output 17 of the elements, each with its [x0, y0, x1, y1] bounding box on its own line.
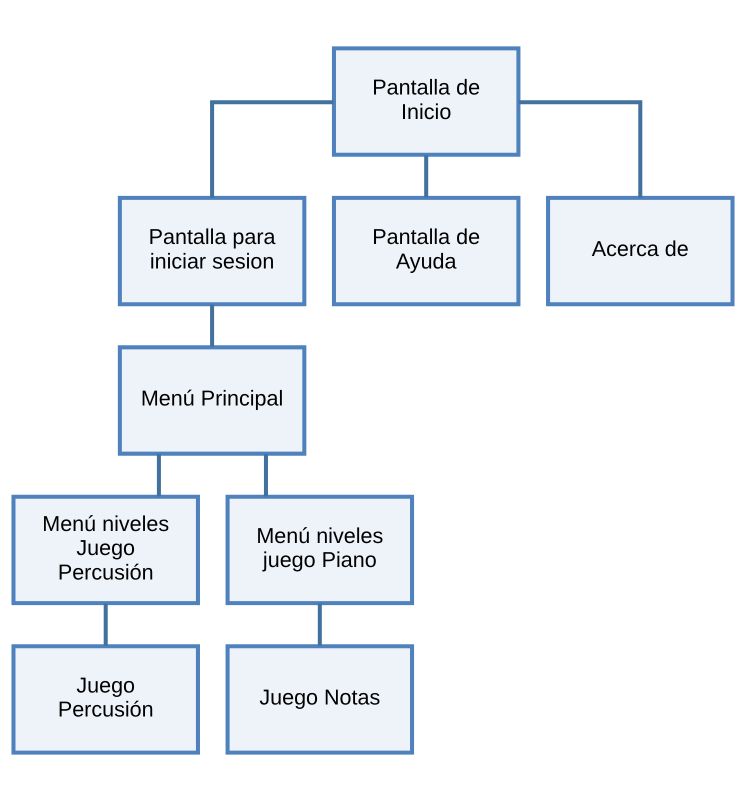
node-box: Pantalla de Ayuda — [332, 196, 520, 306]
connector — [264, 454, 268, 496]
node-box: Acerca de — [546, 196, 735, 306]
connector — [104, 604, 108, 646]
connector — [210, 304, 214, 347]
node-box: Menú niveles juego Piano — [226, 494, 414, 606]
node-box: Juego Notas — [226, 644, 414, 755]
node-box: Juego Percusión — [11, 644, 200, 755]
connector — [156, 454, 161, 496]
connector — [210, 100, 334, 198]
node-box: Pantalla de Inicio — [332, 46, 520, 157]
node-box: Pantalla para iniciar sesion — [118, 196, 306, 306]
connector — [424, 155, 428, 198]
node-box: Menú niveles Juego Percusión — [11, 494, 200, 606]
connector — [318, 604, 322, 646]
connector — [518, 100, 642, 198]
node-box: Menú Principal — [118, 345, 306, 456]
